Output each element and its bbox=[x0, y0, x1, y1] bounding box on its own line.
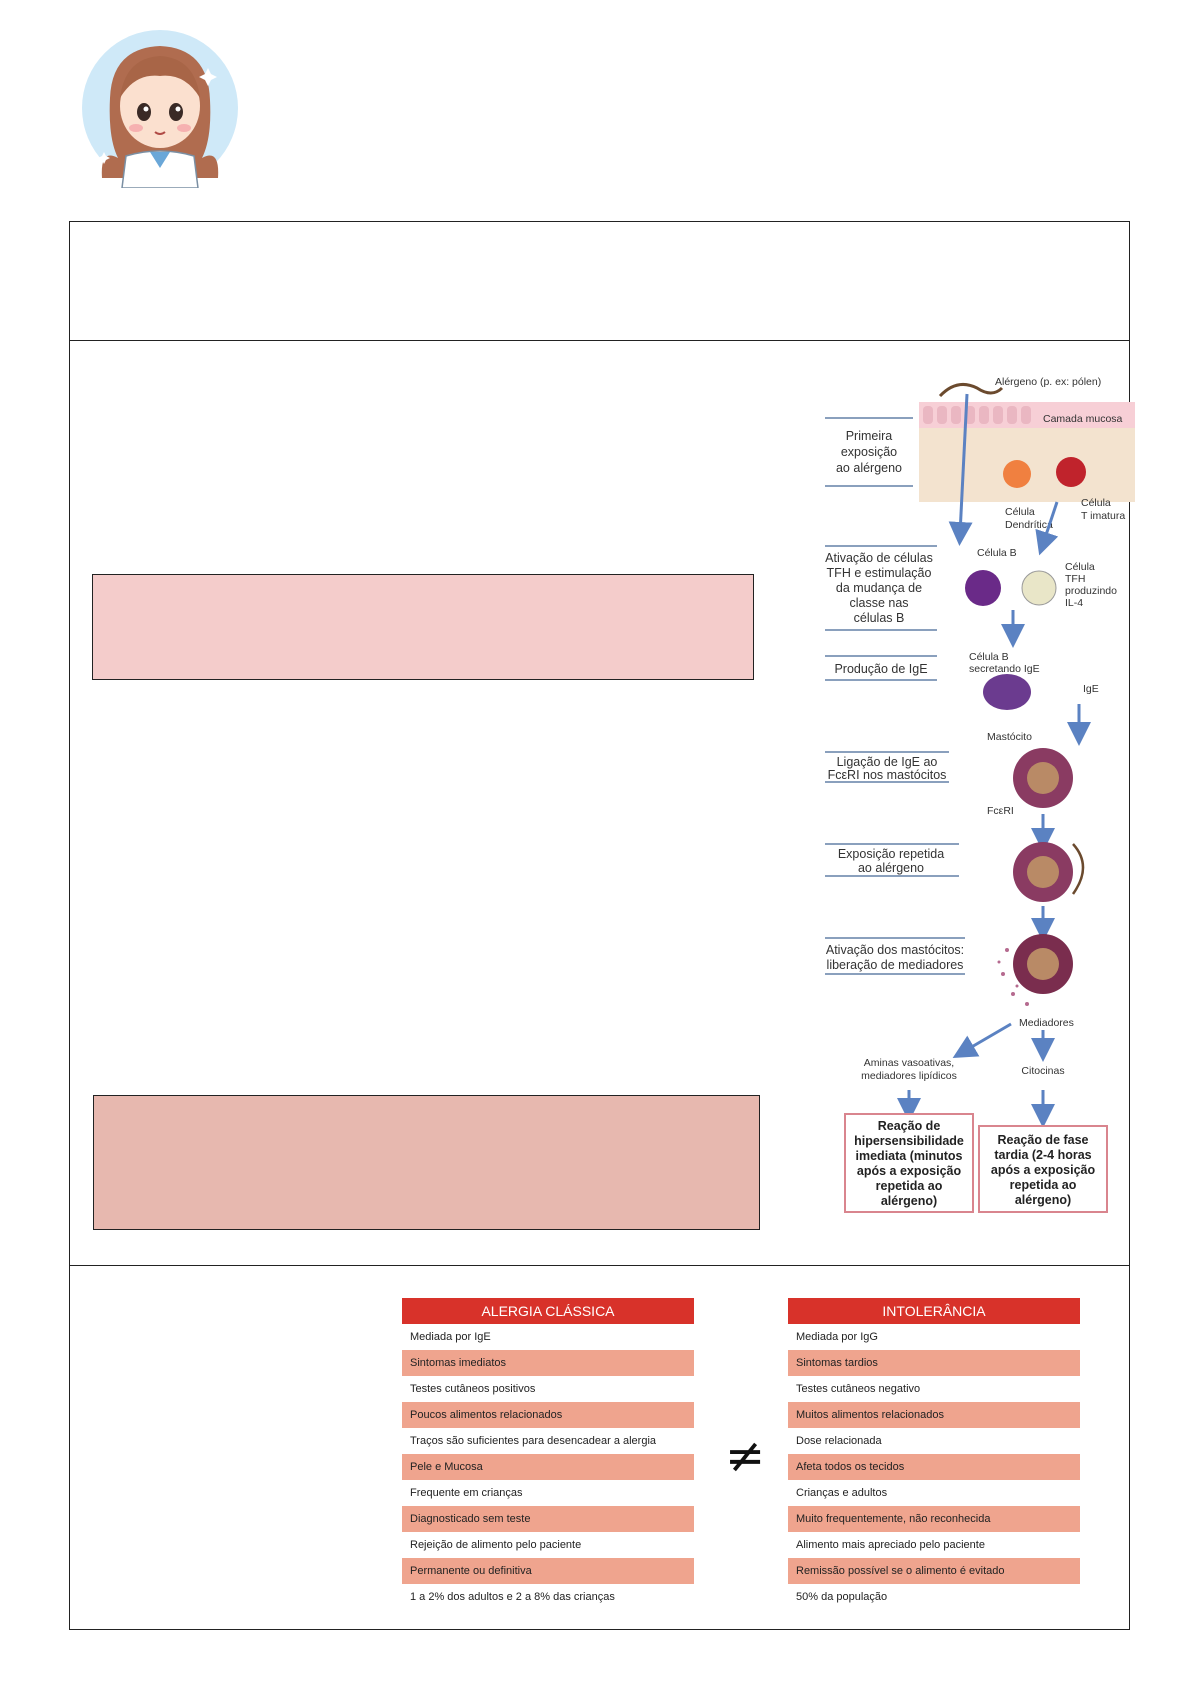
svg-text:classe nas: classe nas bbox=[849, 596, 908, 610]
svg-text:repetida ao: repetida ao bbox=[876, 1179, 943, 1193]
svg-text:Reação de: Reação de bbox=[878, 1119, 941, 1133]
svg-text:Ativação de células: Ativação de células bbox=[825, 551, 933, 565]
intolerance-table: INTOLERÂNCIA Mediada por IgG Sintomas ta… bbox=[788, 1298, 1080, 1610]
tfh-label: Célula bbox=[1065, 561, 1095, 573]
svg-text:produzindo: produzindo bbox=[1065, 585, 1117, 597]
table-row: Crianças e adultos bbox=[796, 1487, 888, 1499]
highlight-box bbox=[92, 574, 754, 680]
svg-text:hipersensibilidade: hipersensibilidade bbox=[854, 1134, 964, 1148]
table-row: Muitos alimentos relacionados bbox=[788, 1402, 1080, 1428]
table-row: Rejeição de alimento pelo paciente bbox=[410, 1539, 582, 1551]
svg-text:alérgeno): alérgeno) bbox=[881, 1194, 937, 1208]
svg-text:repetida ao: repetida ao bbox=[1010, 1178, 1077, 1192]
table-row: Diagnosticado sem teste bbox=[402, 1506, 694, 1532]
svg-text:TFH: TFH bbox=[1065, 573, 1085, 585]
t-immature-label: Célula bbox=[1081, 497, 1111, 509]
highlight-box bbox=[93, 1095, 760, 1230]
table-row: Remissão possível se o alimento é evitad… bbox=[788, 1558, 1080, 1584]
not-equal-sign: ≠ bbox=[725, 1428, 766, 1484]
svg-text:exposição: exposição bbox=[841, 445, 897, 459]
table-row: Dose relacionada bbox=[796, 1435, 882, 1447]
ige-label: IgE bbox=[1083, 683, 1099, 695]
section-divider bbox=[70, 340, 1129, 341]
step-ige-binding: Ligação de IgE ao FcεRI nos mastócitos bbox=[825, 751, 949, 783]
svg-text:da mudança de: da mudança de bbox=[836, 581, 922, 595]
step-mast-activation: Ativação dos mastócitos: liberação de me… bbox=[825, 937, 965, 975]
table-row: Alimento mais apreciado pelo paciente bbox=[796, 1539, 985, 1551]
table-row: 50% da população bbox=[796, 1591, 888, 1603]
section-divider bbox=[70, 1265, 1129, 1266]
svg-text:ao alérgeno: ao alérgeno bbox=[836, 461, 902, 475]
allergen-label: Alérgeno (p. ex: pólen) bbox=[995, 376, 1101, 388]
table-row: 1 a 2% dos adultos e 2 a 8% das crianças bbox=[410, 1591, 615, 1603]
mast-label: Mastócito bbox=[987, 731, 1032, 743]
b-secreting-label: Célula B bbox=[969, 651, 1009, 663]
mucosa-label: Camada mucosa bbox=[1043, 413, 1123, 425]
table-row: Muito frequentemente, não reconhecida bbox=[788, 1506, 1080, 1532]
table-row: Poucos alimentos relacionados bbox=[402, 1402, 694, 1428]
table-row: Sintomas imediatos bbox=[402, 1350, 694, 1376]
svg-text:ao alérgeno: ao alérgeno bbox=[858, 861, 924, 875]
allergy-table: ALERGIA CLÁSSICA Mediada por IgE Sintoma… bbox=[402, 1298, 694, 1610]
table-row: Traços são suficientes para desencadear … bbox=[410, 1435, 657, 1447]
svg-text:Ligação de IgE ao: Ligação de IgE ao bbox=[837, 755, 938, 769]
table-row: Afeta todos os tecidos bbox=[788, 1454, 1080, 1480]
table-row: Frequente em crianças bbox=[410, 1487, 523, 1499]
step-repeated-exposure: Exposição repetida ao alérgeno bbox=[825, 843, 959, 877]
b-cell-label: Célula B bbox=[977, 547, 1017, 559]
svg-text:Ativação dos mastócitos:: Ativação dos mastócitos: bbox=[826, 943, 964, 957]
svg-text:Reação de fase: Reação de fase bbox=[997, 1133, 1088, 1147]
svg-text:imediata (minutos: imediata (minutos bbox=[856, 1149, 963, 1163]
mediators-label: Mediadores bbox=[1019, 1017, 1074, 1029]
svg-text:TFH e estimulação: TFH e estimulação bbox=[827, 566, 932, 580]
table-row: Mediada por IgE bbox=[410, 1331, 491, 1343]
table-row: Mediada por IgG bbox=[796, 1331, 878, 1343]
svg-text:após a exposição: após a exposição bbox=[991, 1163, 1096, 1177]
svg-text:secretando IgE: secretando IgE bbox=[969, 663, 1040, 675]
result-immediate: Reação de hipersensibilidade imediata (m… bbox=[844, 1113, 974, 1213]
table-row: Sintomas tardios bbox=[788, 1350, 1080, 1376]
svg-text:liberação de mediadores: liberação de mediadores bbox=[827, 958, 964, 972]
svg-text:Produção de IgE: Produção de IgE bbox=[834, 662, 927, 676]
svg-text:Exposição repetida: Exposição repetida bbox=[838, 847, 944, 861]
doctor-avatar bbox=[80, 28, 240, 189]
cytokines-label: Citocinas bbox=[1021, 1065, 1064, 1077]
step-ige-production: Produção de IgE bbox=[825, 655, 937, 681]
svg-text:IL-4: IL-4 bbox=[1065, 597, 1083, 609]
svg-text:FcεRI nos mastócitos: FcεRI nos mastócitos bbox=[828, 768, 947, 782]
svg-text:alérgeno): alérgeno) bbox=[1015, 1193, 1071, 1207]
result-late-phase: Reação de fase tardia (2-4 horas após a … bbox=[978, 1125, 1108, 1213]
step-tfh-activation: Ativação de células TFH e estimulação da… bbox=[825, 545, 937, 631]
svg-text:Primeira: Primeira bbox=[846, 429, 893, 443]
step-first-exposure: Primeira exposição ao alérgeno bbox=[825, 417, 913, 487]
fceri-label: FcεRI bbox=[987, 805, 1014, 817]
svg-text:células B: células B bbox=[854, 611, 905, 625]
table-row: Pele e Mucosa bbox=[402, 1454, 694, 1480]
amines-label: Aminas vasoativas, bbox=[864, 1057, 954, 1069]
dendritic-label: Célula bbox=[1005, 506, 1035, 518]
table-row: Permanente ou definitiva bbox=[402, 1558, 694, 1584]
intolerance-table-title: INTOLERÂNCIA bbox=[788, 1298, 1080, 1324]
svg-text:Dendrítica: Dendrítica bbox=[1005, 519, 1053, 531]
allergy-table-title: ALERGIA CLÁSSICA bbox=[402, 1298, 694, 1324]
table-row: Testes cutâneos positivos bbox=[410, 1383, 536, 1395]
table-row: Testes cutâneos negativo bbox=[796, 1383, 921, 1395]
svg-text:T imatura: T imatura bbox=[1081, 510, 1125, 522]
svg-text:tardia (2-4 horas: tardia (2-4 horas bbox=[994, 1148, 1091, 1162]
svg-text:após a exposição: após a exposição bbox=[857, 1164, 962, 1178]
allergy-mechanism-diagram: Camada mucosa Alérgeno (p. ex: pólen) Pr… bbox=[817, 374, 1135, 1214]
svg-text:mediadores lipídicos: mediadores lipídicos bbox=[861, 1070, 957, 1082]
content-frame bbox=[69, 221, 1130, 1630]
